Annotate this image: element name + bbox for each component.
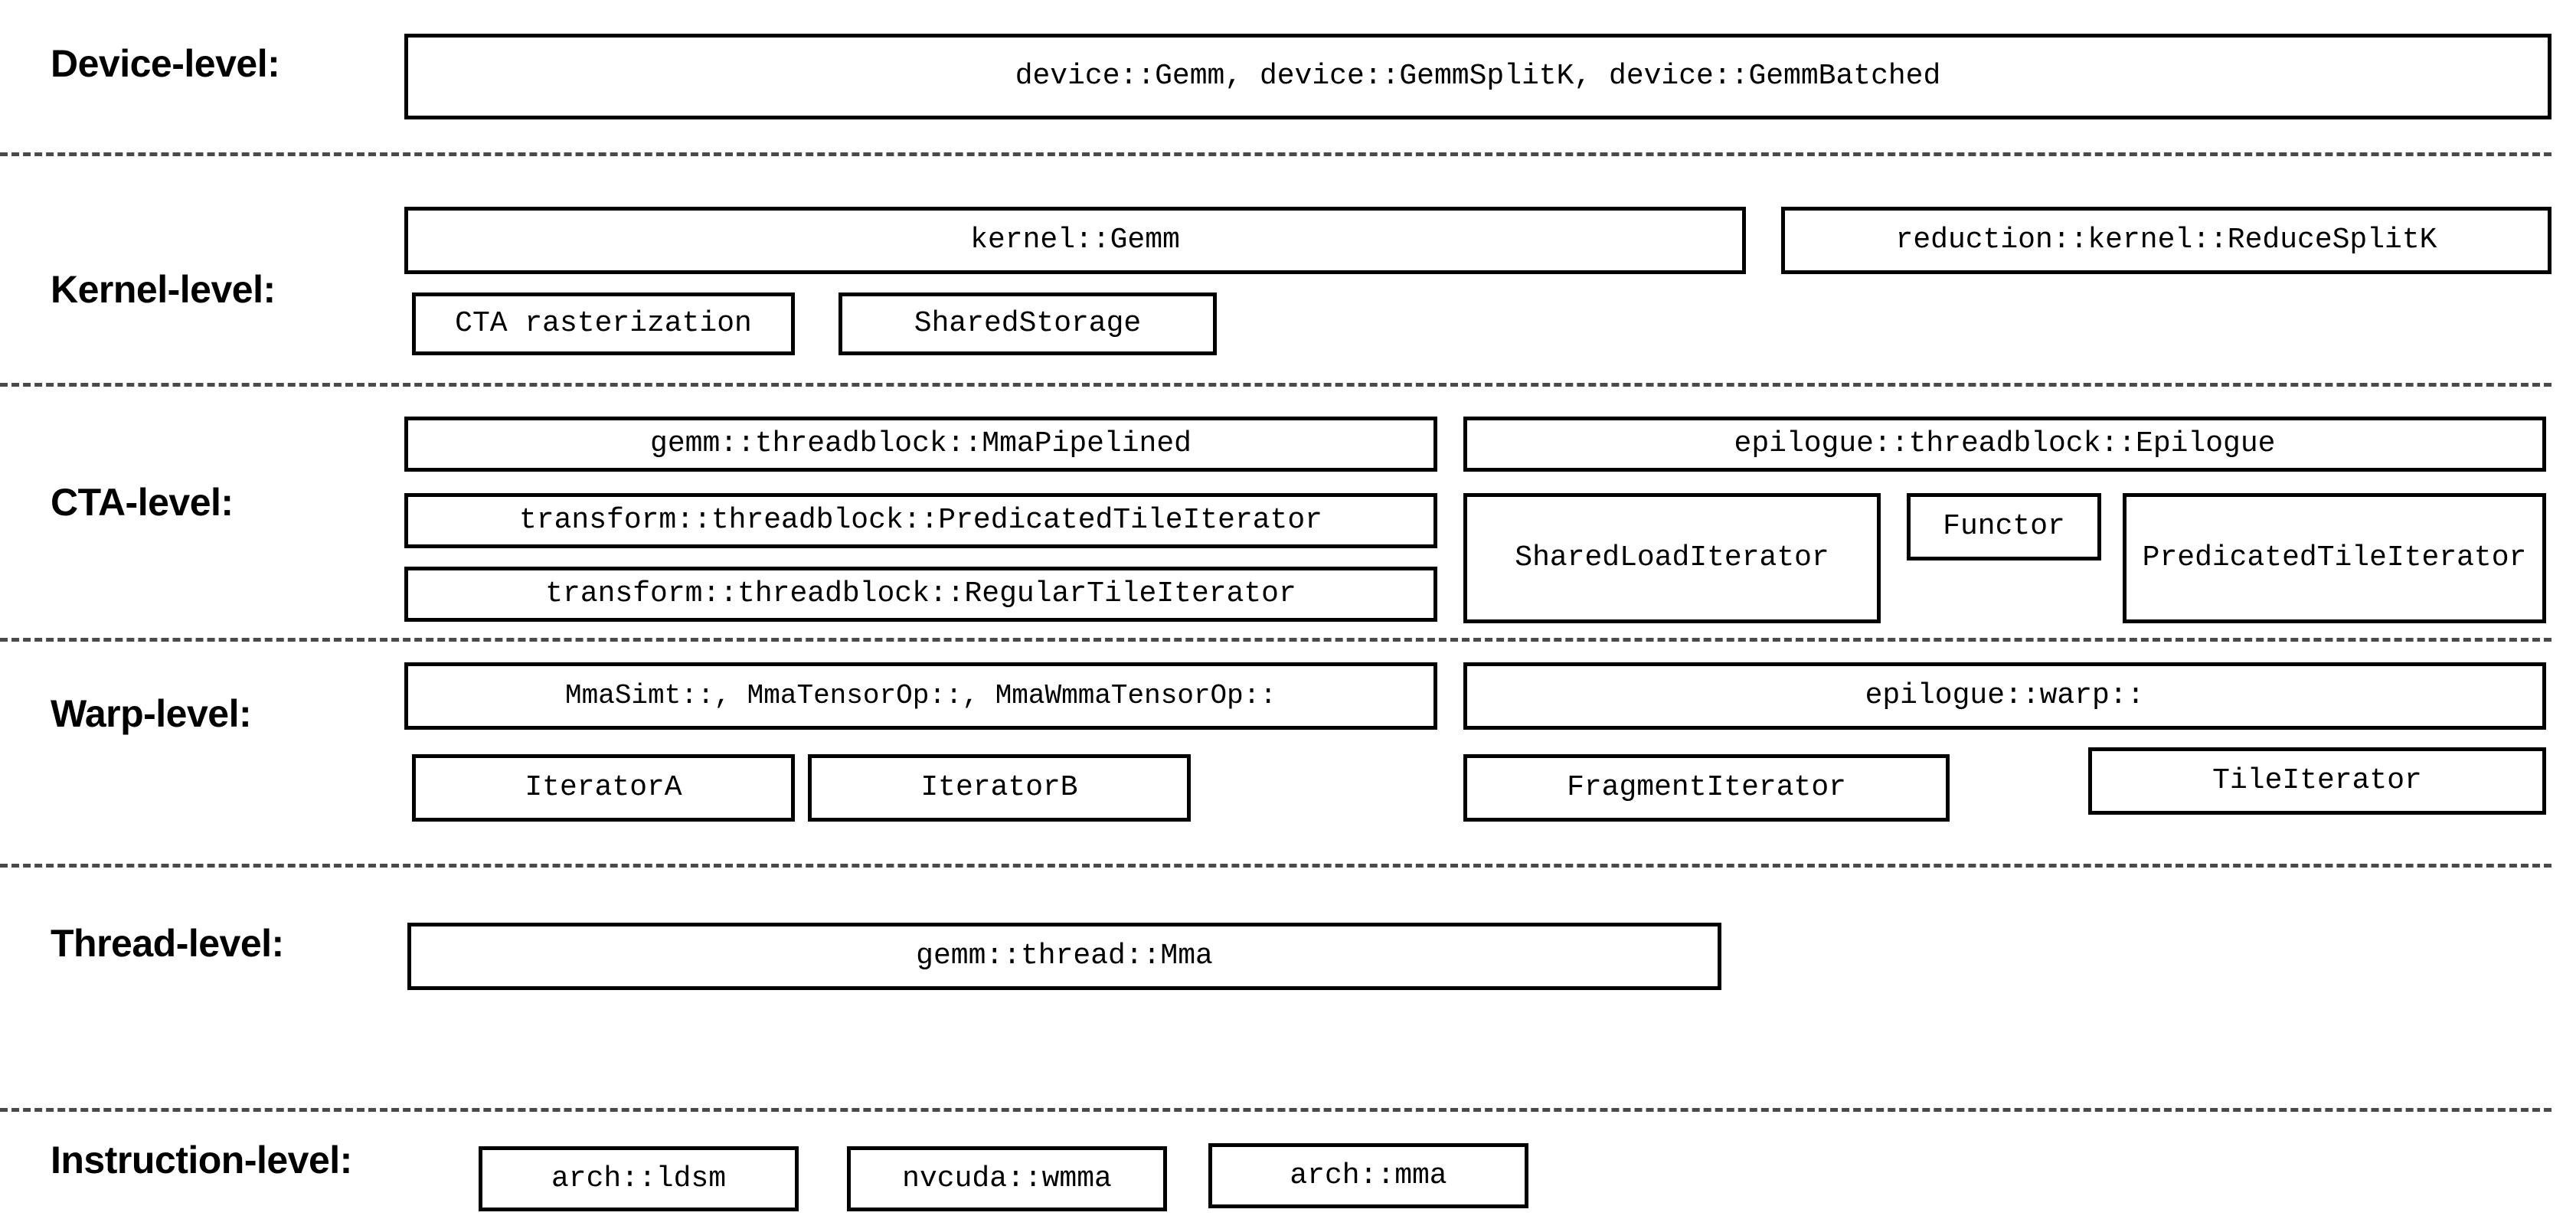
- level-label-instruction: Instruction-level:: [51, 1139, 352, 1181]
- epilogue-warp-label: epilogue::warp::: [1865, 679, 2145, 712]
- sharedstorage-label: SharedStorage: [914, 307, 1142, 340]
- transform-threadblock-regulartileiterator-label: transform::threadblock::RegularTileItera…: [545, 577, 1296, 610]
- arch-mma-label: arch::mma: [1290, 1159, 1447, 1192]
- arch-ldsm-label: arch::ldsm: [551, 1162, 727, 1195]
- nvcuda-wmma-box: nvcuda::wmma: [847, 1146, 1167, 1211]
- iteratora-box: IteratorA: [412, 754, 795, 822]
- cta-rasterization-label: CTA rasterization: [455, 307, 752, 340]
- gemm-threadblock-mmapipelined-box: gemm::threadblock::MmaPipelined: [404, 417, 1437, 472]
- functor-label: Functor: [1943, 510, 2065, 543]
- iteratorb-label: IteratorB: [920, 771, 1078, 804]
- level-label-thread: Thread-level:: [51, 922, 284, 965]
- iteratorb-box: IteratorB: [808, 754, 1191, 822]
- kernel-gemm-label: kernel::Gemm: [970, 224, 1180, 257]
- transform-threadblock-regulartileiterator-box: transform::threadblock::RegularTileItera…: [404, 567, 1437, 622]
- transform-threadblock-predicatedtileiterator-box: transform::threadblock::PredicatedTileIt…: [404, 493, 1437, 548]
- gemm-thread-mma-box: gemm::thread::Mma: [407, 923, 1721, 990]
- arch-ldsm-box: arch::ldsm: [479, 1146, 799, 1211]
- mma-warp-ops-box: MmaSimt::, MmaTensorOp::, MmaWmmaTensorO…: [404, 662, 1437, 730]
- cta-rasterization-box: CTA rasterization: [412, 292, 795, 355]
- device-gemm-box: device::Gemm, device::GemmSplitK, device…: [404, 34, 2551, 119]
- gemm-threadblock-mmapipelined-label: gemm::threadblock::MmaPipelined: [650, 427, 1192, 460]
- sharedloaditerator-label: SharedLoadIterator: [1515, 541, 1829, 574]
- tileiterator-box: TileIterator: [2088, 747, 2546, 815]
- separator-cta-warp: [0, 638, 2551, 642]
- separator-thread-instruction: [0, 1108, 2551, 1112]
- gemm-thread-mma-label: gemm::thread::Mma: [916, 940, 1213, 972]
- level-label-kernel: Kernel-level:: [51, 268, 276, 311]
- functor-box: Functor: [1907, 493, 2101, 560]
- reduction-reducesplitk-label: reduction::kernel::ReduceSplitK: [1895, 224, 2437, 257]
- sharedloaditerator-box: SharedLoadIterator: [1463, 493, 1881, 623]
- separator-warp-thread: [0, 864, 2551, 868]
- separator-kernel-cta: [0, 383, 2551, 387]
- predicatedtileiterator-label: PredicatedTileIterator: [2142, 541, 2527, 574]
- transform-threadblock-predicatedtileiterator-label: transform::threadblock::PredicatedTileIt…: [519, 504, 1322, 537]
- arch-mma-box: arch::mma: [1208, 1143, 1528, 1208]
- mma-warp-ops-label: MmaSimt::, MmaTensorOp::, MmaWmmaTensorO…: [565, 680, 1277, 711]
- epilogue-threadblock-epilogue-label: epilogue::threadblock::Epilogue: [1734, 427, 2276, 460]
- level-label-device: Device-level:: [51, 42, 280, 85]
- epilogue-threadblock-epilogue-box: epilogue::threadblock::Epilogue: [1463, 417, 2546, 472]
- kernel-gemm-box: kernel::Gemm: [404, 207, 1746, 274]
- fragmentiterator-label: FragmentIterator: [1567, 771, 1846, 804]
- predicatedtileiterator-box: PredicatedTileIterator: [2123, 493, 2546, 623]
- sharedstorage-box: SharedStorage: [839, 292, 1217, 355]
- level-label-warp: Warp-level:: [51, 692, 252, 735]
- iteratora-label: IteratorA: [525, 771, 682, 804]
- level-label-cta: CTA-level:: [51, 481, 234, 524]
- reduction-reducesplitk-box: reduction::kernel::ReduceSplitK: [1781, 207, 2551, 274]
- nvcuda-wmma-label: nvcuda::wmma: [902, 1162, 1112, 1195]
- separator-device-kernel: [0, 152, 2551, 156]
- device-gemm-label: device::Gemm, device::GemmSplitK, device…: [1015, 60, 1941, 93]
- tileiterator-label: TileIterator: [2212, 764, 2422, 797]
- fragmentiterator-box: FragmentIterator: [1463, 754, 1950, 822]
- epilogue-warp-box: epilogue::warp::: [1463, 662, 2546, 730]
